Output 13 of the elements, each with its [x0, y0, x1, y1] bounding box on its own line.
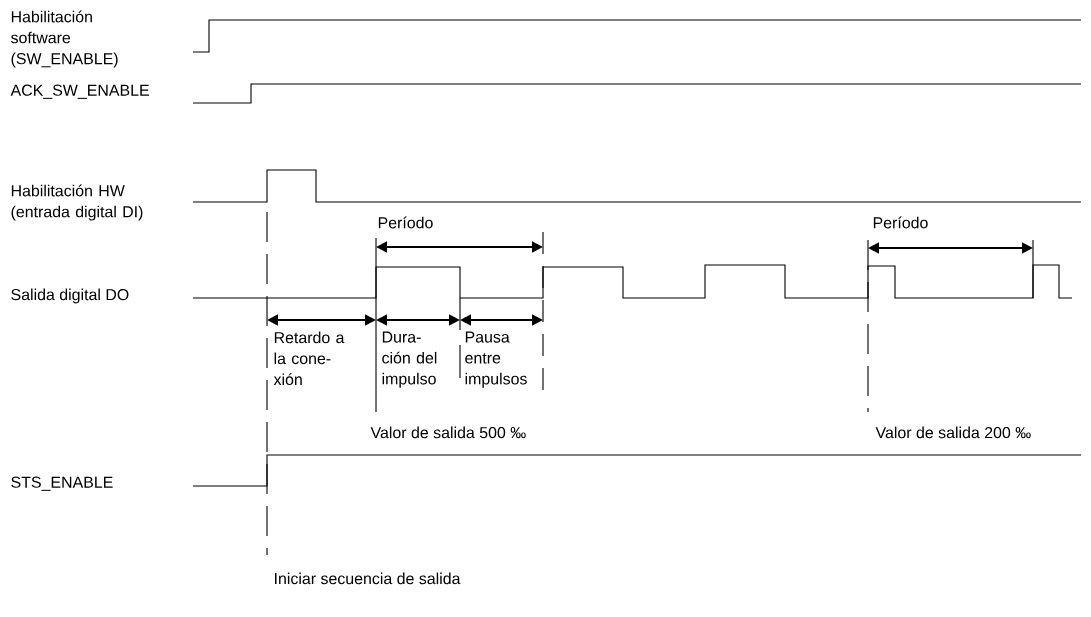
- dimension-label: Valor de salida 200 ‰: [875, 426, 1031, 439]
- signal-label: Habilitación software (SW_ENABLE): [11, 10, 118, 68]
- dimension-label: Valor de salida 500 ‰: [370, 426, 526, 439]
- signal-label: Habilitación HW (entrada digital DI): [11, 184, 143, 221]
- dimension-label: Pausa entre impulsos: [465, 331, 527, 388]
- signal-label: ACK_SW_ENABLE: [10, 84, 149, 99]
- dimension-label: Período: [378, 216, 433, 229]
- signal-label: Salida digital DO: [11, 288, 129, 304]
- dimension-label: Dura- ción del impulso: [382, 331, 437, 388]
- dimension-label: Retardo a la cone- xión: [273, 331, 345, 386]
- signal-label: STS_ENABLE: [11, 476, 113, 491]
- caption-text: Iniciar secuencia de salida: [275, 572, 461, 585]
- dimension-label: Período: [873, 216, 928, 229]
